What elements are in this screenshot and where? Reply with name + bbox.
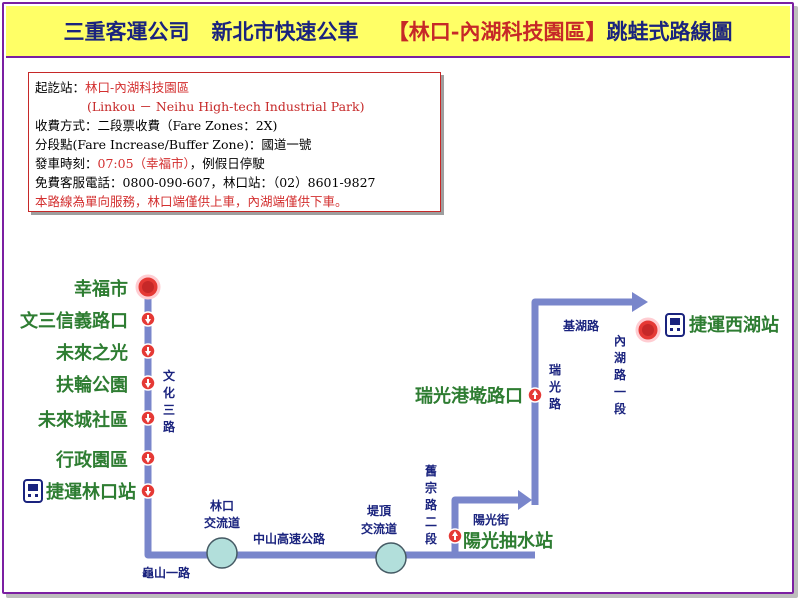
stop-marker-fulun	[140, 375, 156, 391]
fare-point-info: 分段點(Fare Increase/Buffer Zone)：國道一號	[35, 137, 312, 152]
route-arrow-jihu	[632, 292, 648, 312]
road-label-jiuzong: 舊 宗 路 二 段	[425, 463, 438, 546]
stop-label-mrt-linkou: 捷運林口站	[46, 481, 136, 503]
stop-label-weilaicheng: 未來城社區	[38, 409, 128, 431]
page-title: 三重客運公司 新北市快速公車 【林口-內湖科技園區】跳蛙式路線圖	[6, 16, 790, 46]
route-bracket-close: 】	[585, 19, 607, 44]
svg-text:段: 段	[614, 401, 627, 416]
terminals-value: 林口-內湖科技園區	[85, 80, 190, 95]
stop-marker-ruiguang	[527, 387, 543, 403]
page-frame	[2, 2, 794, 594]
route-info-box: 起訖站：林口-內湖科技園區 (Linkou － Neihu High-tech …	[28, 72, 441, 212]
route-name: 林口-內湖科技園區	[408, 19, 586, 44]
svg-text:林口: 林口	[210, 498, 234, 513]
svg-text:三: 三	[163, 403, 175, 417]
stop-label-yangguang: 陽光抽水站	[463, 530, 553, 552]
end-terminal-marker	[635, 317, 661, 343]
header-banner: 三重客運公司 新北市快速公車 【林口-內湖科技園區】跳蛙式路線圖	[6, 6, 790, 56]
stop-label-mrt-xihu: 捷運西湖站	[689, 314, 779, 336]
stop-marker-xingzheng	[140, 450, 156, 466]
start-terminal-marker	[135, 274, 161, 300]
svg-text:瑞: 瑞	[549, 362, 561, 377]
svg-text:交流道: 交流道	[361, 521, 397, 536]
route-line-north	[531, 298, 635, 505]
stop-marker-weilai	[140, 343, 156, 359]
stop-label-wensan: 文三信義路口	[20, 310, 128, 332]
stop-label-fulun: 扶輪公園	[56, 374, 128, 396]
road-label-linkou-ic: 林口 交流道	[204, 498, 240, 530]
road-label-yangguang: 陽光街	[473, 512, 509, 527]
svg-text:湖: 湖	[614, 350, 626, 365]
road-label-wenhua: 文 化 三 路	[163, 368, 176, 434]
svg-text:段: 段	[425, 531, 438, 546]
svg-text:化: 化	[163, 385, 175, 400]
svg-text:一: 一	[614, 385, 626, 399]
svg-text:二: 二	[425, 515, 437, 529]
svg-text:宗: 宗	[425, 480, 437, 495]
service-name: 新北市快速公車	[211, 19, 359, 44]
road-label-guishan: 龜山一路	[142, 565, 191, 580]
departure-suffix: ，例假日停駛	[189, 156, 265, 171]
road-label-jihu: 基湖路	[562, 318, 600, 333]
stop-marker-mrt-linkou	[140, 483, 156, 499]
stop-marker-weilaicheng	[140, 410, 156, 426]
stop-label-xingfushi: 幸福市	[74, 278, 128, 300]
service-notice: 本路線為單向服務，林口端僅供上車，內湖端僅供下車。	[35, 194, 348, 209]
road-label-neihu: 內 湖 路 一 段	[614, 333, 627, 416]
road-label-ruiguang: 瑞 光 路	[548, 362, 562, 411]
svg-text:舊: 舊	[425, 463, 437, 478]
hotline-info: 免費客服電話：0800-090-607，林口站：（02）8601-9827	[35, 175, 376, 190]
diding-interchange	[375, 542, 407, 574]
svg-text:堤頂: 堤頂	[367, 503, 392, 518]
road-label-diding-ic: 堤頂 交流道	[361, 503, 397, 536]
linkou-interchange	[206, 537, 238, 569]
svg-text:路: 路	[614, 367, 627, 382]
terminals-label: 起訖站：	[35, 80, 86, 95]
svg-text:文: 文	[163, 368, 176, 383]
svg-text:交流道: 交流道	[204, 515, 240, 530]
stop-marker-yangguang	[447, 528, 463, 544]
header-divider	[6, 56, 790, 58]
terminals-english: (Linkou － Neihu High-tech Industrial Par…	[87, 99, 365, 114]
map-title: 跳蛙式路線圖	[606, 19, 733, 44]
svg-text:路: 路	[425, 497, 438, 512]
departure-label: 發車時刻：	[35, 156, 98, 171]
route-bracket-open: 【	[387, 19, 409, 44]
company-name: 三重客運公司	[63, 19, 190, 44]
route-arrow-yangguang	[518, 490, 532, 510]
stop-marker-wensan	[140, 311, 156, 327]
stop-label-ruiguang: 瑞光港墘路口	[415, 385, 523, 407]
departure-time: 07:05（幸福市）	[97, 156, 190, 171]
stop-label-weilai: 未來之光	[56, 342, 128, 364]
svg-text:路: 路	[163, 419, 176, 434]
mrt-linkou-icon	[23, 479, 43, 503]
svg-text:路: 路	[549, 396, 562, 411]
svg-text:光: 光	[548, 379, 561, 394]
stop-label-xingzheng: 行政園區	[55, 449, 128, 471]
mrt-xihu-icon	[665, 313, 685, 337]
road-label-zhongshan: 中山高速公路	[253, 531, 326, 546]
fare-info: 收費方式：二段票收費（Fare Zones：2X)	[35, 118, 278, 133]
svg-text:內: 內	[614, 333, 626, 348]
